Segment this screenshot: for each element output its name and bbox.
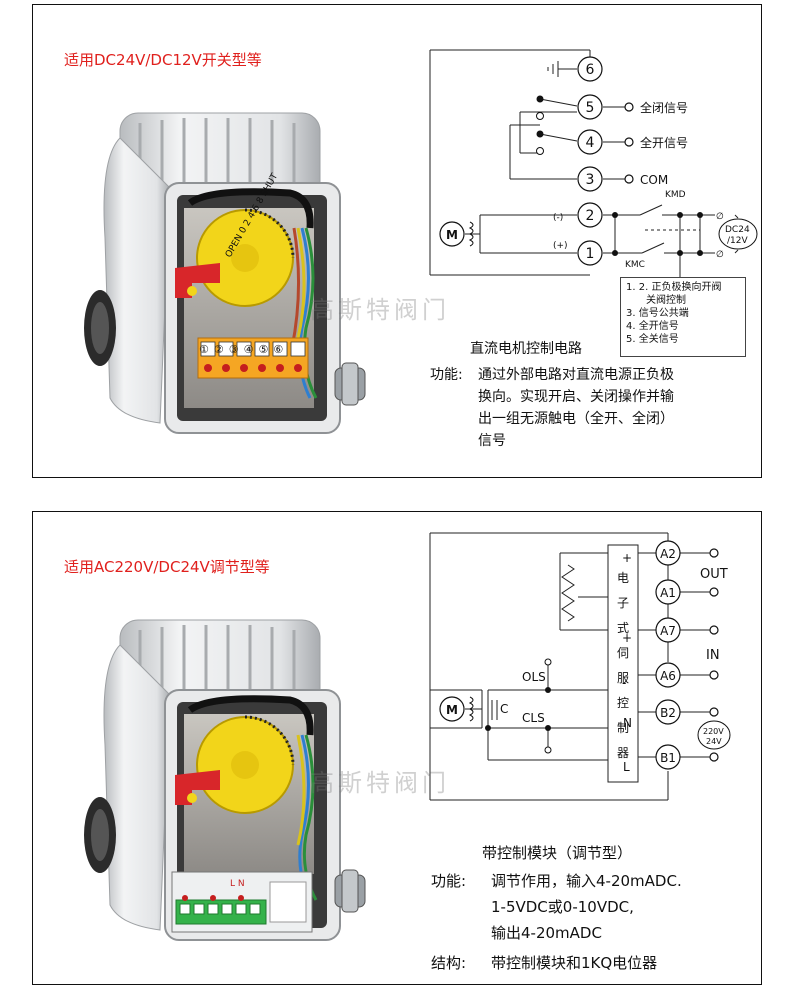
n-label: N (623, 716, 632, 730)
bottom-motor-label: M (446, 703, 458, 717)
terminal-label-3: 3 (586, 172, 595, 188)
bottom-heading: 适用AC220V/DC24V调节型等 (64, 558, 270, 576)
module-char-8: 器 (617, 746, 629, 760)
plus-a2-label: + (622, 551, 632, 565)
top-function-line-3: 出一组无源触电（全开、全闭） (478, 411, 674, 427)
signal-open-label: 全开信号 (640, 135, 688, 150)
supply-bottom-label: /12V (727, 236, 748, 246)
minus-label: (-) (553, 213, 563, 223)
terminal-label-5: 5 (586, 100, 595, 116)
terminal-label-b2: B2 (660, 706, 676, 720)
cls-label: CLS (522, 711, 545, 725)
strip-2: ② (213, 343, 229, 356)
terminal-a1 (655, 579, 681, 605)
terminal-label-a7: A7 (660, 624, 676, 638)
supply-top-label: DC24 (725, 225, 750, 235)
module-char-3: 式 (617, 621, 629, 635)
terminal-label-1: 1 (586, 246, 595, 262)
terminal-label-6: 6 (586, 62, 595, 78)
module-char-4: 伺 (617, 646, 629, 660)
terminal-a7 (655, 617, 681, 643)
legend-line-4: 4. 全开信号 (626, 321, 679, 332)
legend-line-2: 关阀控制 (646, 295, 686, 306)
svg-text:∅: ∅ (716, 212, 724, 222)
terminal-a6 (655, 662, 681, 688)
strip-6: ⑥ (273, 343, 289, 356)
terminal-label-a6: A6 (660, 669, 676, 683)
terminal-2 (577, 202, 603, 228)
legend-line-3: 3. 信号公共端 (626, 308, 689, 319)
top-wiring-diagram: 6 5 4 3 2 1 全闭信号 全开信号 COM M (-) (+) KMD … (429, 49, 758, 277)
strip-5: ⑤ (258, 343, 274, 356)
ols-label: OLS (522, 670, 546, 684)
motor-symbol (439, 221, 465, 247)
terminal-label-a1: A1 (660, 586, 676, 600)
terminal-label-2: 2 (586, 208, 595, 224)
terminal-1 (577, 240, 603, 266)
svg-text:∅: ∅ (716, 250, 724, 260)
top-heading: 适用DC24V/DC12V开关型等 (64, 51, 262, 69)
board-ln-label: L N (230, 879, 245, 889)
strip-3: ③ (228, 343, 244, 356)
terminal-label-4: 4 (586, 135, 595, 151)
terminal-label-b1: B1 (660, 751, 676, 765)
terminal-label-a2: A2 (660, 547, 676, 561)
terminal-b1 (655, 744, 681, 770)
legend-line-1: 1. 2. 正负极换向开阀 (626, 282, 722, 293)
strip-4: ④ (243, 343, 259, 356)
terminal-4 (577, 129, 603, 155)
module-title: 带控制模块（调节型） (482, 844, 633, 862)
top-actuator-photo: OPEN 0 2 4 6 8 SHUT (84, 112, 366, 434)
ac-supply-symbol (697, 720, 731, 750)
top-function-line-4: 信号 (478, 433, 506, 449)
dc-supply-symbol (718, 218, 758, 250)
module-char-2: 子 (617, 596, 629, 610)
module-char-6: 控 (617, 696, 629, 710)
capacitor-label: C (500, 702, 508, 716)
module-char-7: 制 (617, 721, 629, 735)
in-label: IN (706, 648, 720, 663)
plus-label: (+) (553, 241, 568, 251)
bottom-actuator-photo: L N (84, 619, 366, 941)
plus-a7-label: + (622, 631, 632, 645)
bottom-supply-top: 220V (703, 727, 724, 736)
motor-label: M (446, 228, 458, 242)
kmc-label: KMC (625, 260, 645, 270)
top-function-label: 功能: (430, 367, 463, 383)
terminal-5 (577, 94, 603, 120)
signal-com-label: COM (640, 173, 668, 187)
module-char-5: 服 (617, 671, 629, 685)
terminal-strip-numbers: ①②③④⑤⑥ (199, 343, 288, 356)
minus-a6-label: - (622, 676, 626, 690)
top-function-line-2: 换向。实现开启、关闭操作并输 (478, 389, 674, 405)
watermark-top: 高斯特阀门 (310, 296, 450, 324)
top-function-line-1: 通过外部电路对直流电源正负极 (478, 367, 674, 383)
terminal-legend: 1. 2. 正负极换向开阀 关阀控制 3. 信号公共端 4. 全开信号 5. 全… (620, 277, 746, 357)
l-label: L (623, 760, 630, 774)
bottom-function-line-3: 输出4-20mADC (491, 924, 602, 942)
bottom-motor-symbol (439, 696, 465, 722)
kmd-label: KMD (665, 190, 686, 200)
terminal-a2 (655, 540, 681, 566)
structure-label: 结构: (431, 954, 467, 972)
signal-close-label: 全闭信号 (640, 100, 688, 115)
module-char-1: 电 (617, 571, 629, 585)
bottom-function-line-2: 1-5VDC或0-10VDC, (491, 898, 634, 916)
terminal-b2 (655, 699, 681, 725)
bottom-supply-bottom: 24V (706, 737, 722, 746)
bottom-function-line-1: 调节作用，输入4-20mADC. (491, 872, 682, 890)
terminal-6 (577, 56, 603, 82)
terminal-3 (577, 166, 603, 192)
structure-text: 带控制模块和1KQ电位器 (491, 954, 658, 972)
watermark-bottom: 高斯特阀门 (310, 769, 450, 797)
circuit-title: 直流电机控制电路 (470, 341, 582, 357)
strip-1: ① (199, 343, 214, 356)
bottom-function-label: 功能: (431, 872, 467, 890)
legend-line-5: 5. 全关信号 (626, 334, 679, 345)
out-label: OUT (700, 567, 728, 582)
